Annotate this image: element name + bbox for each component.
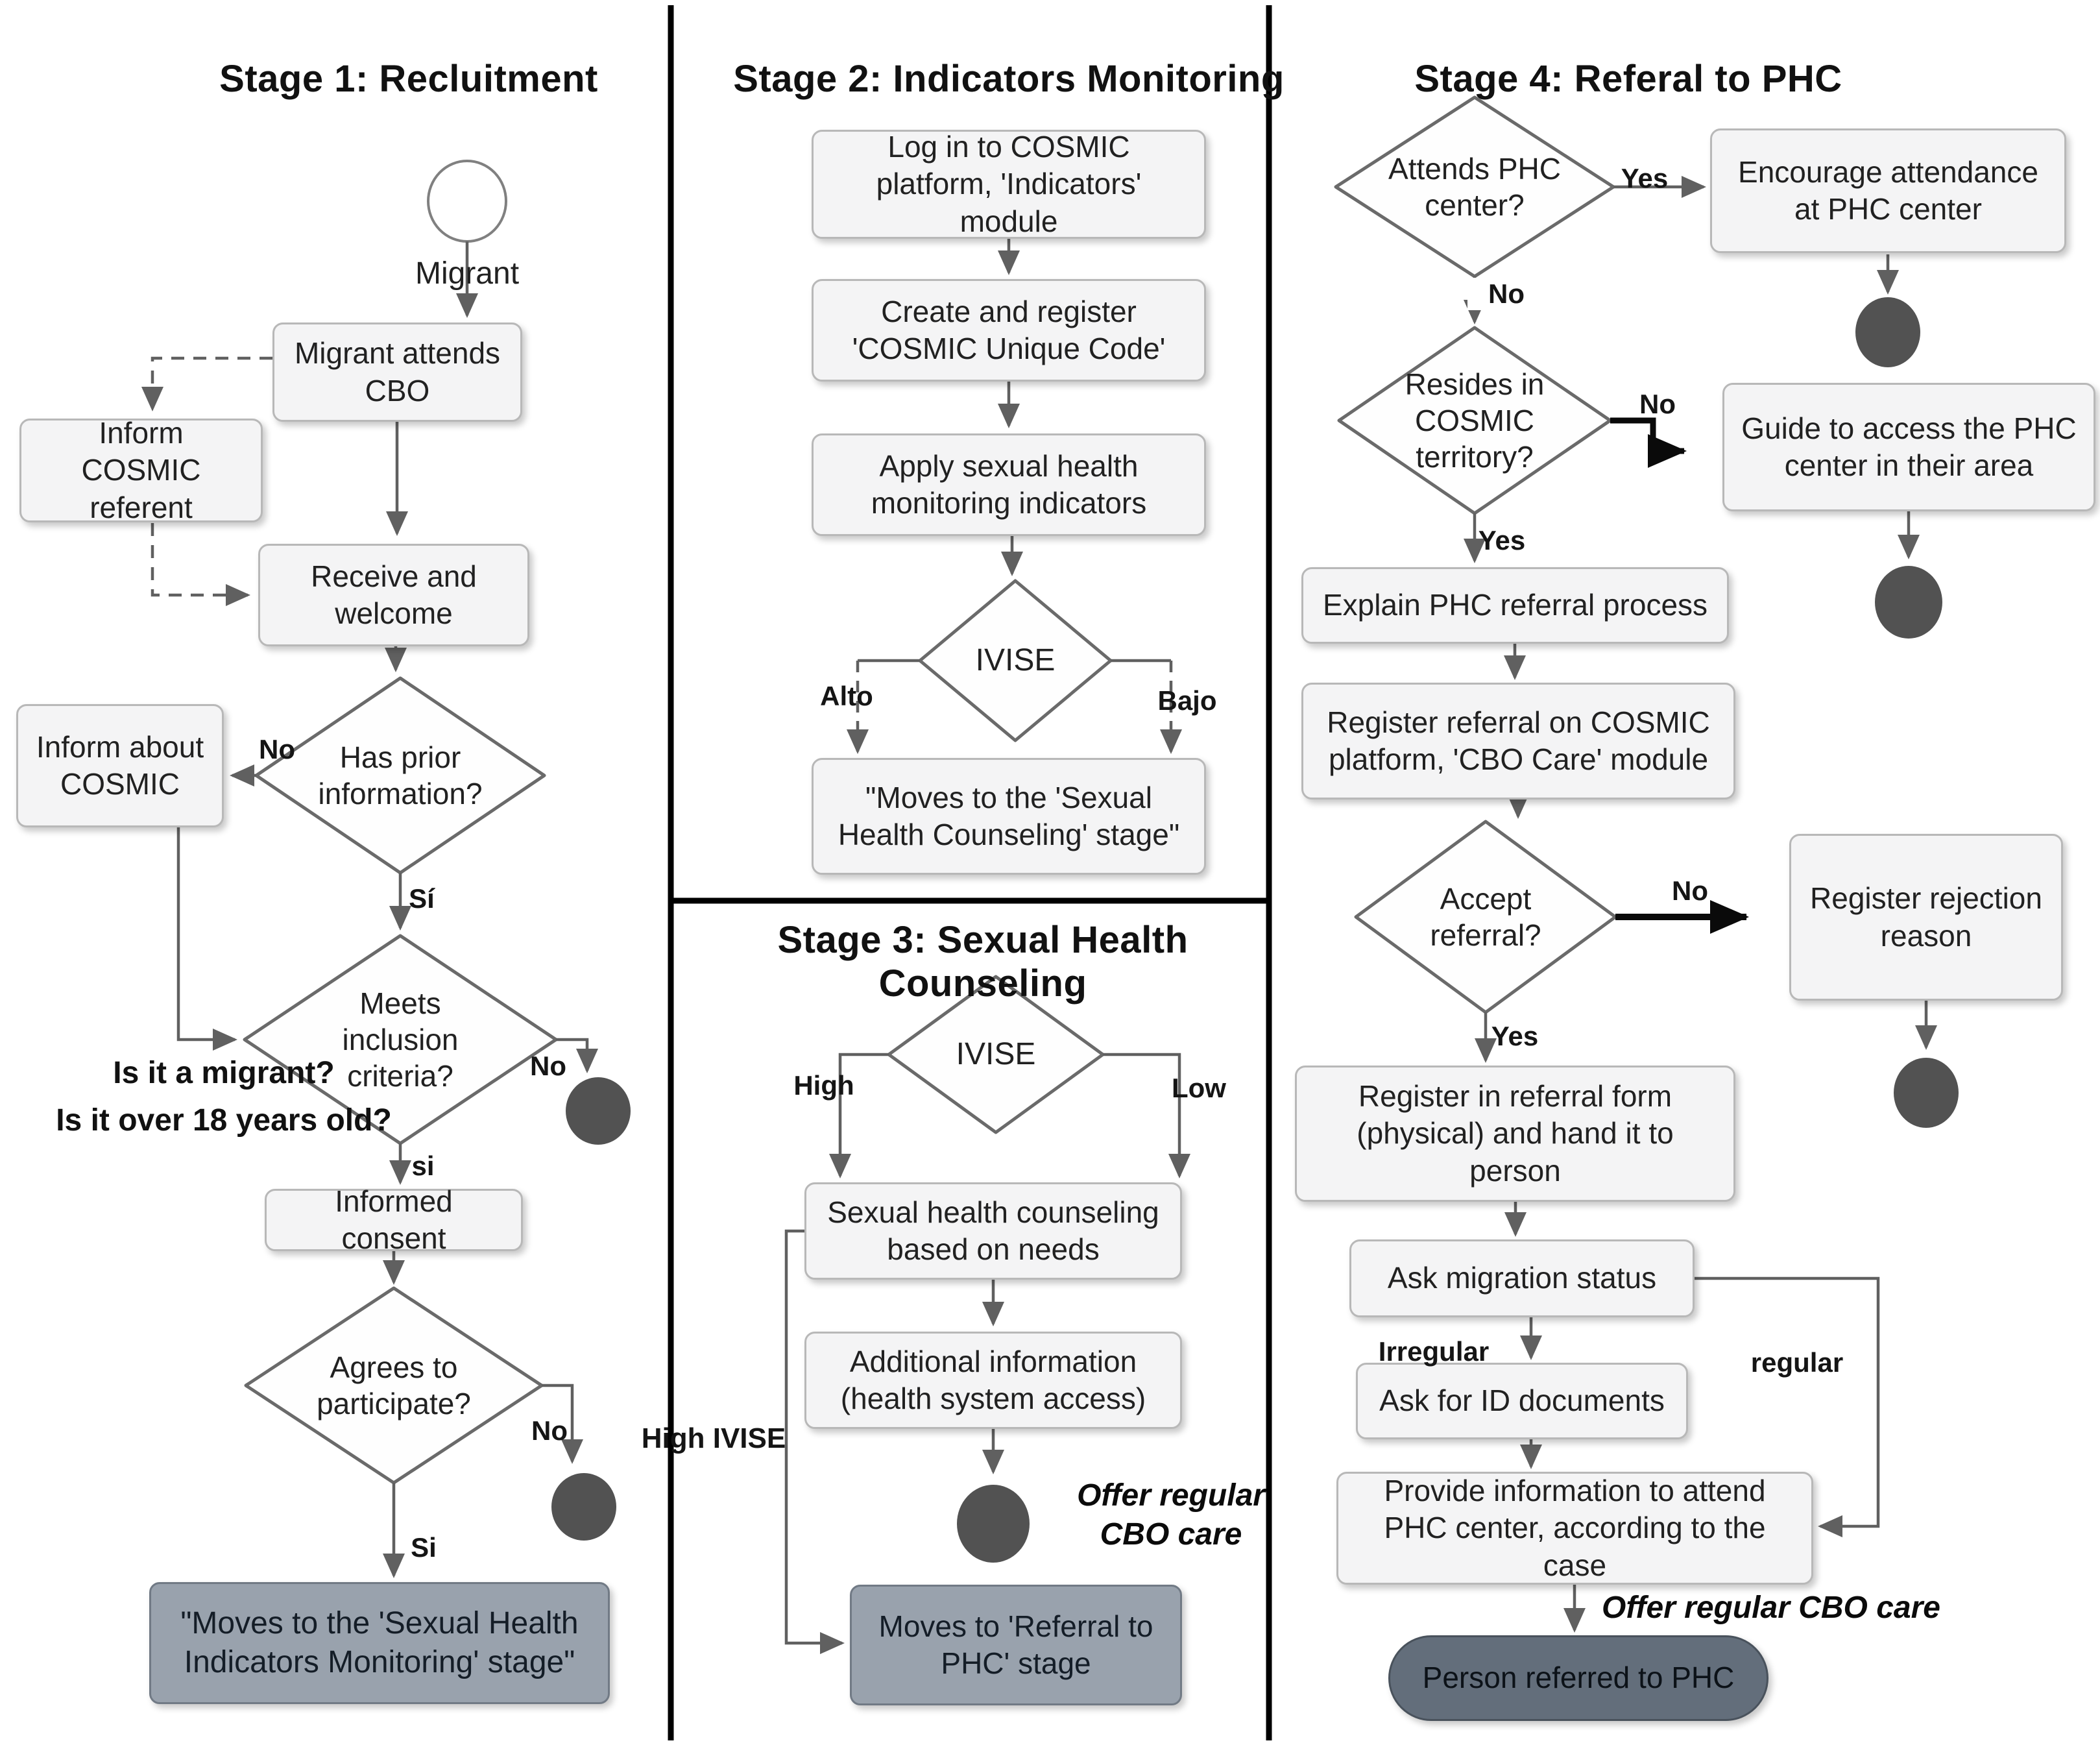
diamond-resides-cosmic — [1337, 326, 1612, 515]
node-encourage-attendance: Encourage attendance at PHC center — [1710, 128, 2066, 253]
node-receive-welcome: Receive and welcome — [258, 544, 529, 646]
node-apply-indicators: Apply sexual health monitoring indicator… — [812, 433, 1206, 536]
label-bajo: Bajo — [1157, 685, 1217, 716]
label-si-criteria: si — [411, 1150, 435, 1181]
label-no-resides: No — [1639, 388, 1676, 419]
label-yes-resides: Yes — [1478, 524, 1526, 555]
node-login-cosmic: Log in to COSMIC platform, 'Indicators' … — [812, 130, 1206, 239]
node-ask-migration-status: Ask migration status — [1349, 1239, 1695, 1317]
stage2-title: Stage 2: Indicators Monitoring — [733, 58, 1285, 100]
diamond-ivise-stage3 — [887, 975, 1105, 1134]
edge-high-ivise-to-moves — [784, 1229, 845, 1654]
node-informed-consent: Informed consent — [265, 1184, 523, 1255]
label-no-criteria: No — [530, 1050, 566, 1081]
label-yes-attends: Yes — [1621, 162, 1669, 193]
start-circle — [427, 160, 507, 243]
node-inform-cosmic-referent: Inform COSMIC referent — [19, 416, 263, 524]
diamond-attends-phc — [1334, 95, 1615, 278]
end-dot-rejection — [1894, 1058, 1959, 1128]
node-referral-form: Register in referral form (physical) and… — [1295, 1066, 1735, 1202]
node-counseling-needs: Sexual health counseling based on needs — [804, 1182, 1182, 1280]
diamond-ivise-stage2 — [918, 579, 1113, 742]
node-register-referral: Register referral on COSMIC platform, 'C… — [1301, 683, 1735, 799]
diamond-accept-referral — [1354, 820, 1617, 1014]
label-high: High — [793, 1069, 854, 1101]
label-si-agree: Si — [411, 1531, 437, 1563]
note-inclusion-criteria-2: Is it over 18 years old? — [56, 1103, 392, 1138]
diamond-has-prior-information — [254, 676, 546, 875]
label-irregular: Irregular — [1378, 1335, 1490, 1367]
label-regular: regular — [1750, 1347, 1844, 1378]
edge-ivise3-high — [829, 1053, 889, 1178]
node-provide-info-phc: Provide information to attend PHC center… — [1336, 1472, 1813, 1585]
node-stage2-next-stage: "Moves to the 'Sexual Health Counseling'… — [812, 758, 1206, 875]
edge-criteria-no — [556, 1038, 598, 1073]
node-migrant-attends-cbo: Migrant attends CBO — [272, 323, 522, 422]
edge-ivise3-low — [1103, 1053, 1190, 1178]
node-ask-id-documents: Ask for ID documents — [1356, 1363, 1688, 1439]
edge-agrees-no — [542, 1384, 583, 1464]
node-person-referred-phc: Person referred to PHC — [1388, 1635, 1768, 1721]
end-dot-stage3 — [957, 1485, 1030, 1563]
node-stage3-next-stage: Moves to 'Referral to PHC' stage — [850, 1585, 1182, 1705]
note-inclusion-criteria-1: Is it a migrant? — [113, 1056, 335, 1090]
note-offer-regular-cbo-stage4: Offer regular CBO care — [1602, 1591, 1940, 1625]
label-high-ivise: High IVISE — [641, 1422, 786, 1455]
label-no-attends: No — [1467, 278, 1545, 310]
node-additional-info: Additional information (health system ac… — [804, 1332, 1182, 1429]
stage4-title: Stage 4: Referal to PHC — [1414, 58, 1842, 100]
edge-referent-to-receive — [151, 523, 250, 606]
label-alto: Alto — [820, 680, 873, 711]
node-register-rejection: Register rejection reason — [1789, 834, 2063, 1001]
edge-attends-to-referent — [141, 356, 272, 411]
end-dot-guide — [1875, 566, 1942, 639]
label-no-agree: No — [531, 1415, 568, 1446]
end-dot-agrees — [551, 1473, 616, 1541]
edge-resides-no — [1610, 417, 1687, 468]
node-create-unique-code: Create and register 'COSMIC Unique Code' — [812, 279, 1206, 382]
diamond-agrees-participate — [244, 1286, 544, 1485]
label-low: Low — [1172, 1072, 1226, 1103]
end-dot-encourage — [1855, 297, 1920, 367]
node-inform-about-cosmic: Inform about COSMIC — [16, 704, 224, 827]
note-offer-regular-cbo-stage3: Offer regular CBO care — [1077, 1478, 1265, 1552]
stage3-title: Stage 3: Sexual Health Counseling — [777, 919, 1189, 1005]
label-no-accept: No — [1672, 875, 1708, 906]
node-stage1-next-stage: "Moves to the 'Sexual Health Indicators … — [149, 1582, 610, 1704]
node-explain-referral: Explain PHC referral process — [1301, 567, 1729, 644]
label-yes-accept: Yes — [1491, 1020, 1539, 1051]
label-no-prior: No — [259, 733, 295, 764]
stage1-title: Stage 1: Recluitment — [219, 58, 598, 100]
edge-askstatus-regular — [1695, 1276, 1880, 1537]
edge-informabout-to-criteria — [176, 827, 237, 1051]
node-guide-access-phc: Guide to access the PHC center in their … — [1722, 383, 2095, 511]
label-si-prior: Sí — [409, 883, 435, 914]
end-dot-criteria — [566, 1077, 631, 1145]
